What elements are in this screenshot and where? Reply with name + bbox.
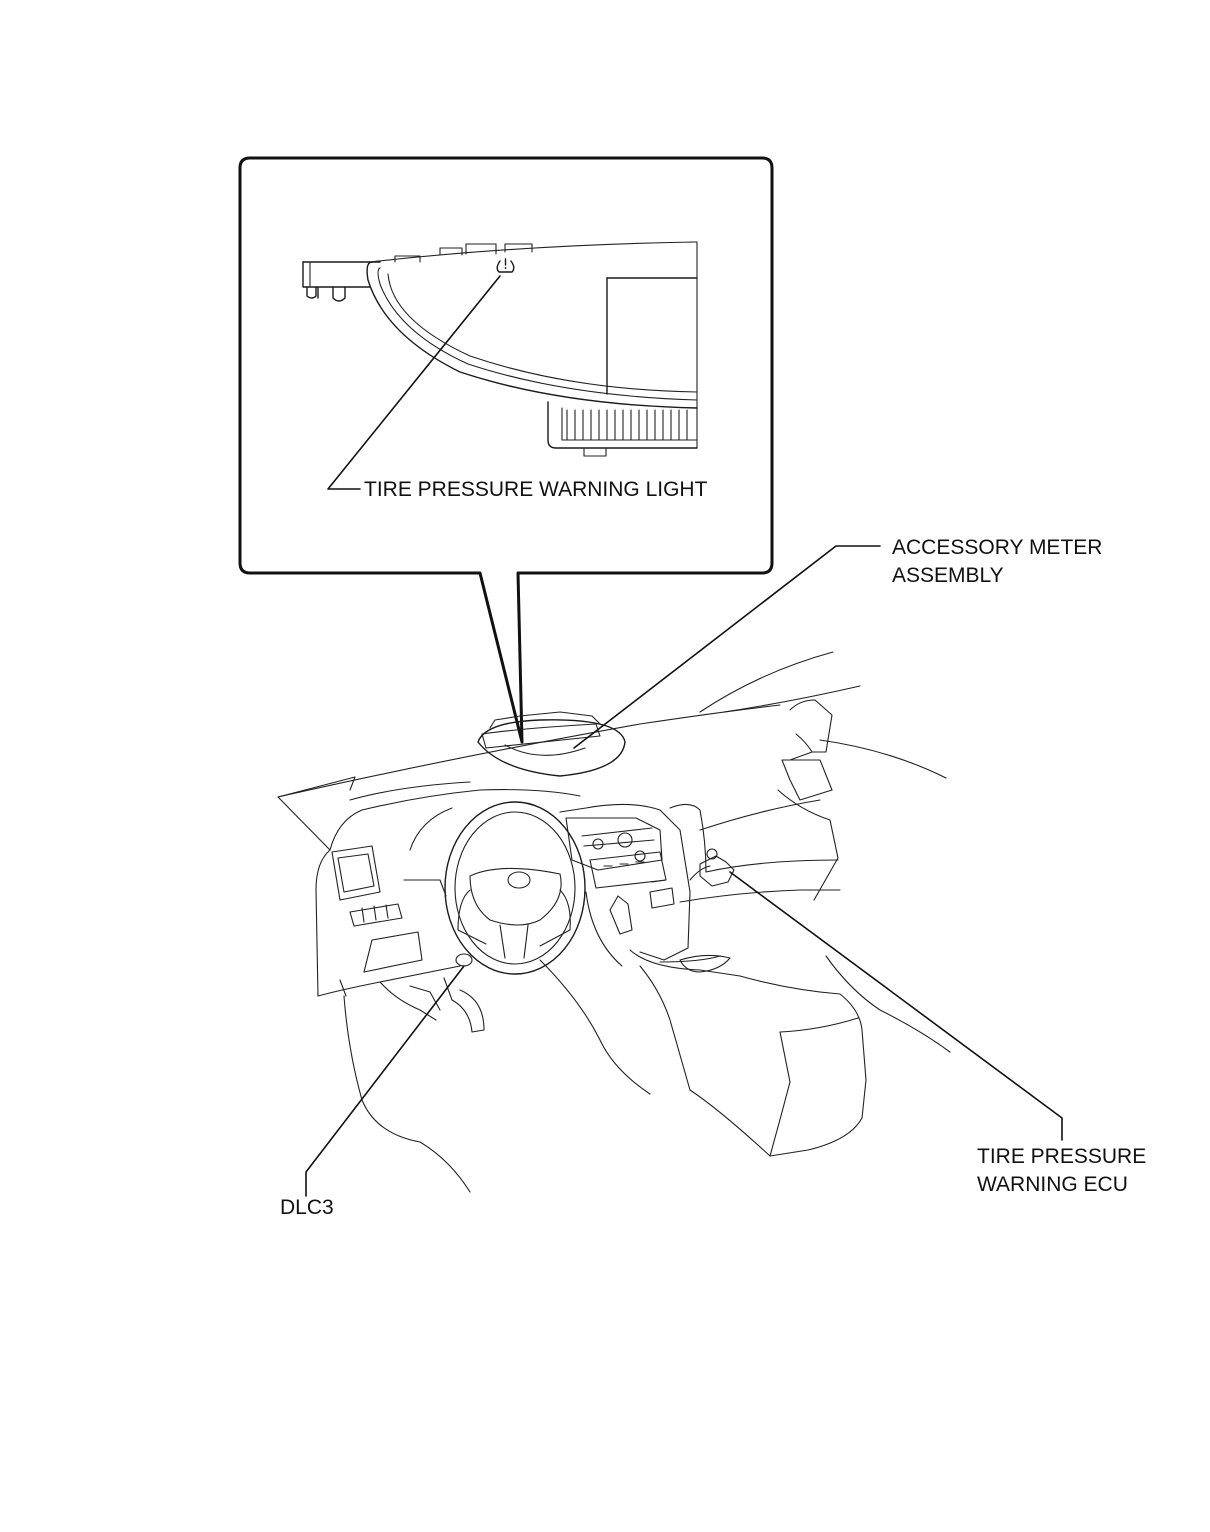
inset-meter-assembly xyxy=(302,241,698,457)
tire-pressure-warning-icon xyxy=(496,258,515,273)
label-tire-pressure-warning-light: TIRE PRESSURE WARNING LIGHT xyxy=(364,478,708,501)
label-tire-pressure-ecu-line1: TIRE PRESSURE xyxy=(977,1145,1147,1168)
label-tire-pressure-ecu-line2: WARNING ECU xyxy=(977,1173,1128,1196)
inset-detail-frame xyxy=(238,156,774,744)
vehicle-interior-drawing xyxy=(277,651,951,1193)
label-dlc3: DLC3 xyxy=(280,1196,334,1219)
label-accessory-meter-line2: ASSEMBLY xyxy=(892,564,1004,587)
label-accessory-meter-line1: ACCESSORY METER xyxy=(892,536,1103,559)
leader-dlc3 xyxy=(305,965,465,1197)
leader-tire-pressure-warning-light xyxy=(327,275,501,490)
leader-tire-pressure-warning-ecu xyxy=(729,871,1063,1141)
leader-accessory-meter-assembly xyxy=(573,545,881,749)
